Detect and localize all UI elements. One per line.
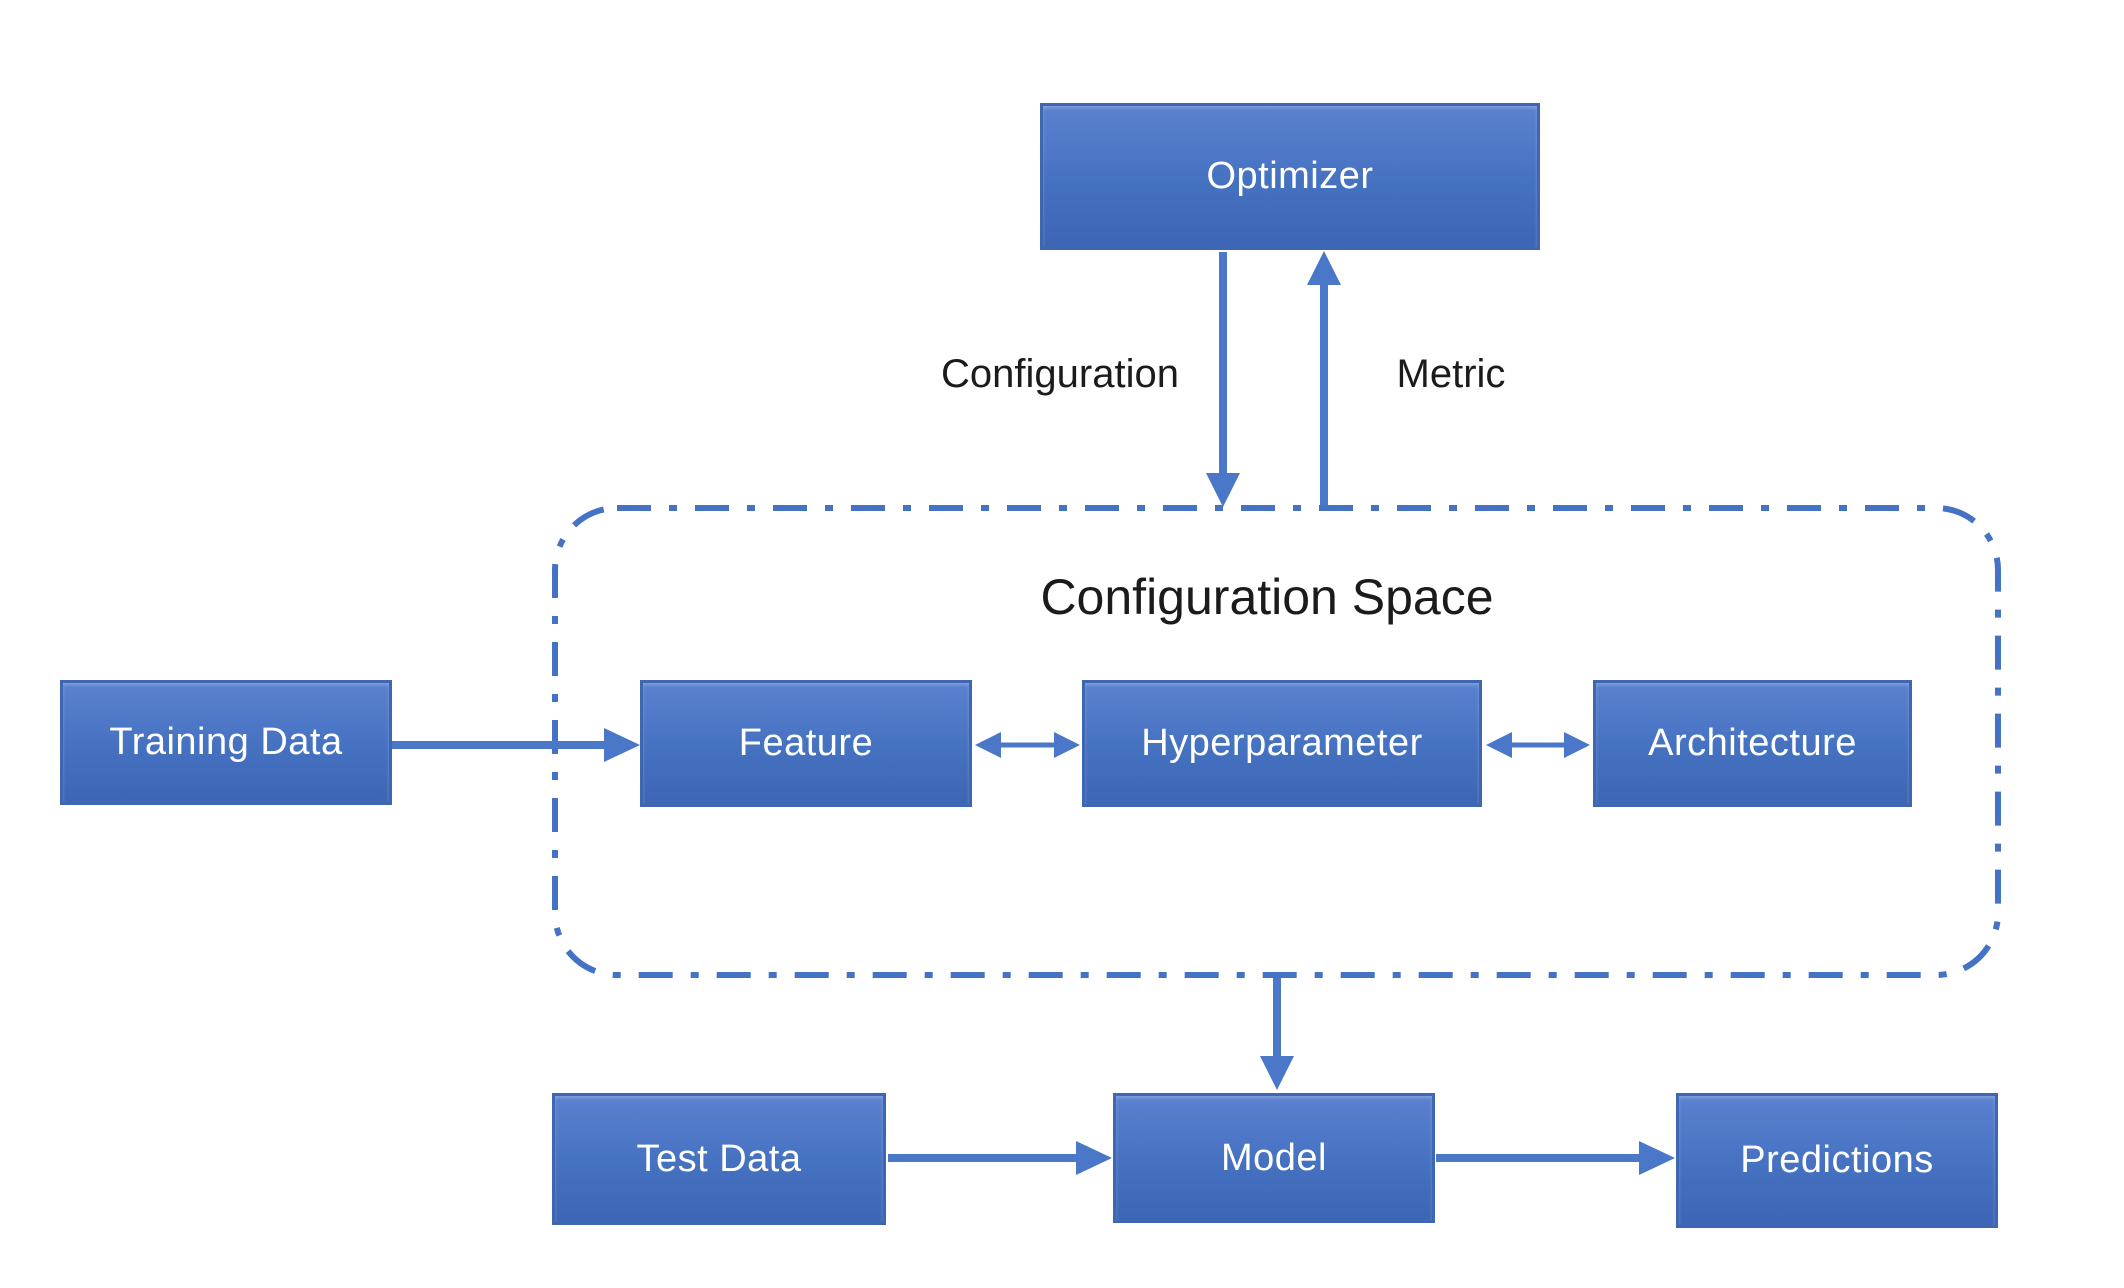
arrow-feature-hyperparameter-left-head (975, 732, 1001, 758)
hyperparameter-node: Hyperparameter (1082, 680, 1482, 807)
feature-label: Feature (738, 722, 874, 764)
model-node: Model (1113, 1093, 1435, 1223)
arrow-space-to-model-head (1260, 1056, 1294, 1090)
test-data-label: Test Data (636, 1137, 802, 1180)
test-data-node: Test Data (552, 1093, 886, 1225)
optimizer-node: Optimizer (1040, 103, 1540, 250)
predictions-label: Predictions (1740, 1139, 1934, 1181)
model-label: Model (1221, 1136, 1327, 1179)
arrow-hyperparameter-architecture-right-head (1564, 732, 1590, 758)
optimizer-label: Optimizer (1206, 155, 1374, 197)
arrow-hyperparameter-architecture-left-head (1486, 732, 1512, 758)
arrow-training-to-feature-head (604, 728, 640, 762)
architecture-node: Architecture (1593, 680, 1912, 807)
configuration-space-title: Configuration Space (1040, 569, 1494, 625)
predictions-node: Predictions (1676, 1093, 1998, 1228)
training-data-node: Training Data (60, 680, 392, 805)
arrow-configuration-head (1206, 473, 1240, 507)
architecture-label: Architecture (1648, 722, 1857, 764)
arrow-feature-hyperparameter-right-head (1054, 732, 1080, 758)
training-data-label: Training Data (109, 721, 343, 763)
arrow-model-to-predictions-head (1639, 1141, 1675, 1175)
arrow-metric-head (1307, 251, 1341, 285)
metric-edge-label: Metric (1396, 352, 1506, 396)
arrow-test-to-model-head (1076, 1141, 1112, 1175)
configuration-edge-label: Configuration (941, 352, 1179, 396)
feature-node: Feature (640, 680, 972, 807)
hyperparameter-label: Hyperparameter (1141, 722, 1423, 764)
